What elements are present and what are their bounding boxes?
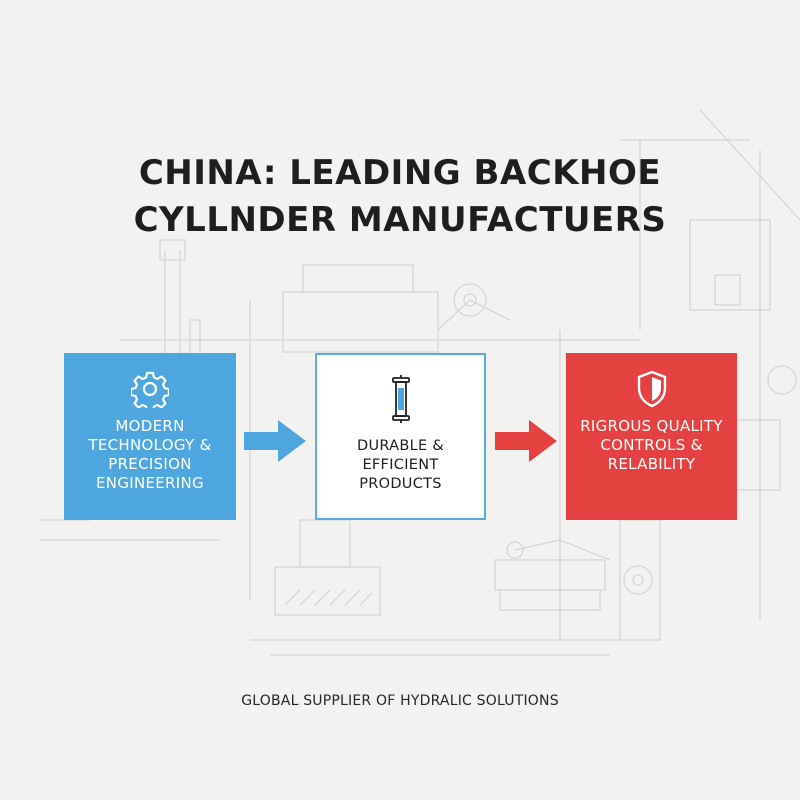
step-label: DURABLE & EFFICIENT PRODUCTS: [357, 438, 444, 492]
hydraulic-cylinder-icon: [391, 375, 411, 423]
step-label: RIGROUS QUALITY CONTROLS & RELABILITY: [580, 417, 723, 473]
step-label: MODERN TECHNOLOGY & PRECISION ENGINEERIN…: [88, 417, 212, 492]
step-quality: RIGROUS QUALITY CONTROLS & RELABILITY: [566, 353, 737, 520]
title-line-1: CHINA: LEADING BACKHOE: [138, 153, 662, 193]
footer-tagline: GLOBAL SUPPLIER OF HYDRALIC SOLUTIONS: [241, 693, 559, 709]
step-products: DURABLE & EFFICIENT PRODUCTS: [315, 353, 486, 520]
shield-icon: [636, 369, 668, 409]
page-title: CHINA: LEADING BACKHOE CYLLNDER MANUFACT…: [0, 150, 800, 244]
title-line-2: CYLLNDER MANUFACTUERS: [133, 200, 667, 240]
step-technology: MODERN TECHNOLOGY & PRECISION ENGINEERIN…: [64, 353, 236, 520]
arrow-right-icon: [244, 420, 306, 462]
gear-icon: [131, 369, 169, 409]
arrow-right-icon: [495, 420, 557, 462]
